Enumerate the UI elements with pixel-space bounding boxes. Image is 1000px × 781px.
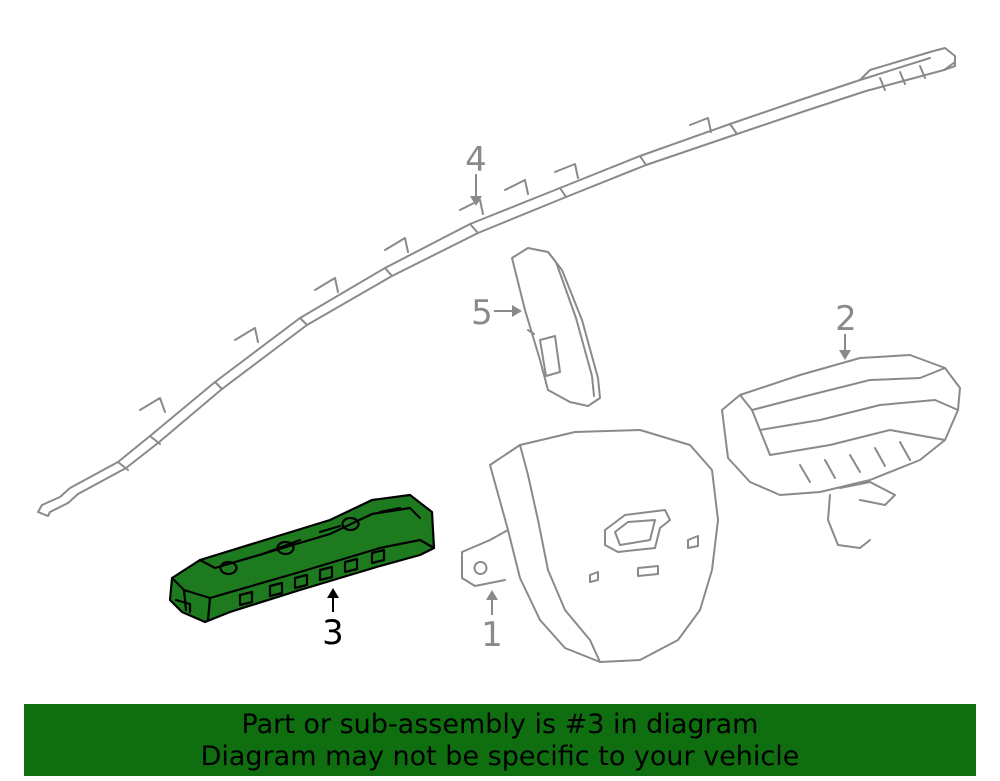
curtain-airbag-part [37,47,956,517]
callout-2: 2 [835,299,857,339]
steering-wheel-airbag-part [461,429,719,663]
knee-airbag-part[interactable] [168,493,436,624]
banner-line-1: Part or sub-assembly is #3 in diagram [241,709,759,740]
side-airbag-part [511,247,601,407]
callout-5: 5 [471,293,493,333]
passenger-airbag-part [721,354,961,549]
parts-diagram: 4 5 2 1 3 [37,47,961,663]
callout-3: 3 [322,613,344,653]
info-banner: Part or sub-assembly is #3 in diagram Di… [24,704,976,776]
leader-arrows [327,174,851,615]
banner-line-2: Diagram may not be specific to your vehi… [200,741,800,772]
callout-4: 4 [465,140,487,180]
callout-1: 1 [481,615,503,655]
